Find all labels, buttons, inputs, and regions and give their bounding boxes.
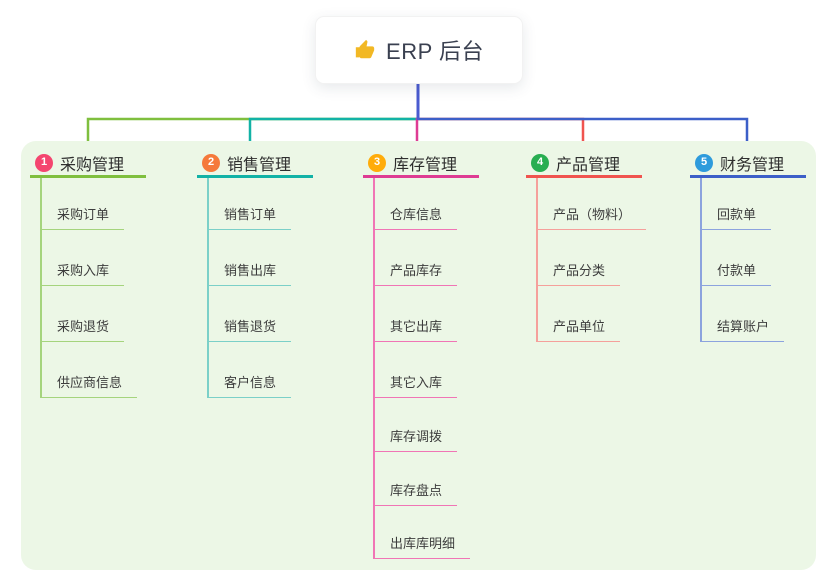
branch-topic-label: 销售管理 xyxy=(227,156,292,174)
branch-number-badge: 1 xyxy=(35,153,53,172)
child-topic[interactable]: 销售退货 xyxy=(207,315,292,342)
child-topic[interactable]: 销售订单 xyxy=(207,203,292,230)
branch-2: 2 销售管理销售订单销售出库销售退货客户信息 xyxy=(197,150,313,398)
branch-spine-line xyxy=(40,178,42,398)
branch-number-badge: 5 xyxy=(695,153,713,172)
child-topic[interactable]: 其它入库 xyxy=(373,371,458,398)
branch-3: 3 库存管理仓库信息产品库存其它出库其它入库库存调拨库存盘点出库库明细 xyxy=(363,150,479,559)
branch-topic-label: 产品管理 xyxy=(556,156,621,174)
child-topic[interactable]: 供应商信息 xyxy=(40,371,138,398)
branch-topic[interactable]: 2 销售管理 xyxy=(197,150,313,178)
thumbs-up-icon xyxy=(355,39,375,59)
branch-spine-line xyxy=(373,178,375,559)
branch-number-badge: 3 xyxy=(368,153,386,172)
branch-spine-line xyxy=(700,178,702,342)
child-topic[interactable]: 采购退货 xyxy=(40,315,125,342)
child-topic[interactable]: 采购订单 xyxy=(40,203,125,230)
branch-number-badge: 2 xyxy=(202,153,220,172)
branch-topic[interactable]: 1 采购管理 xyxy=(30,150,146,178)
child-topic[interactable]: 产品库存 xyxy=(373,259,458,286)
root-topic-label: ERP 后台 xyxy=(386,39,484,64)
branch-number-badge: 4 xyxy=(531,153,549,172)
child-topic[interactable]: 产品（物料） xyxy=(536,203,647,230)
child-topic[interactable]: 回款单 xyxy=(700,203,772,230)
branch-5: 5 财务管理回款单付款单结算账户 xyxy=(690,150,806,342)
branch-1: 1 采购管理采购订单采购入库采购退货供应商信息 xyxy=(30,150,146,398)
child-topic[interactable]: 销售出库 xyxy=(207,259,292,286)
branch-topic[interactable]: 4 产品管理 xyxy=(526,150,642,178)
branches-container xyxy=(21,141,816,570)
branch-topic-label: 采购管理 xyxy=(60,156,125,174)
branch-spine-line xyxy=(536,178,538,342)
branch-topic[interactable]: 5 财务管理 xyxy=(690,150,806,178)
root-topic[interactable]: ERP 后台 xyxy=(315,16,523,84)
thumbs-up-path xyxy=(355,39,375,59)
child-topic[interactable]: 产品单位 xyxy=(536,315,621,342)
child-topic[interactable]: 客户信息 xyxy=(207,371,292,398)
child-topic[interactable]: 仓库信息 xyxy=(373,203,458,230)
child-topic[interactable]: 出库库明细 xyxy=(373,532,471,559)
branch-topic-label: 库存管理 xyxy=(393,156,458,174)
child-topic[interactable]: 库存调拨 xyxy=(373,425,458,452)
branch-topic-label: 财务管理 xyxy=(720,156,785,174)
child-topic[interactable]: 结算账户 xyxy=(700,315,785,342)
branch-spine-line xyxy=(207,178,209,398)
child-topic[interactable]: 采购入库 xyxy=(40,259,125,286)
child-topic[interactable]: 产品分类 xyxy=(536,259,621,286)
child-topic[interactable]: 库存盘点 xyxy=(373,479,458,506)
child-topic[interactable]: 付款单 xyxy=(700,259,772,286)
branch-4: 4 产品管理产品（物料） 产品分类产品单位 xyxy=(526,150,647,342)
branch-topic[interactable]: 3 库存管理 xyxy=(363,150,479,178)
child-topic[interactable]: 其它出库 xyxy=(373,315,458,342)
